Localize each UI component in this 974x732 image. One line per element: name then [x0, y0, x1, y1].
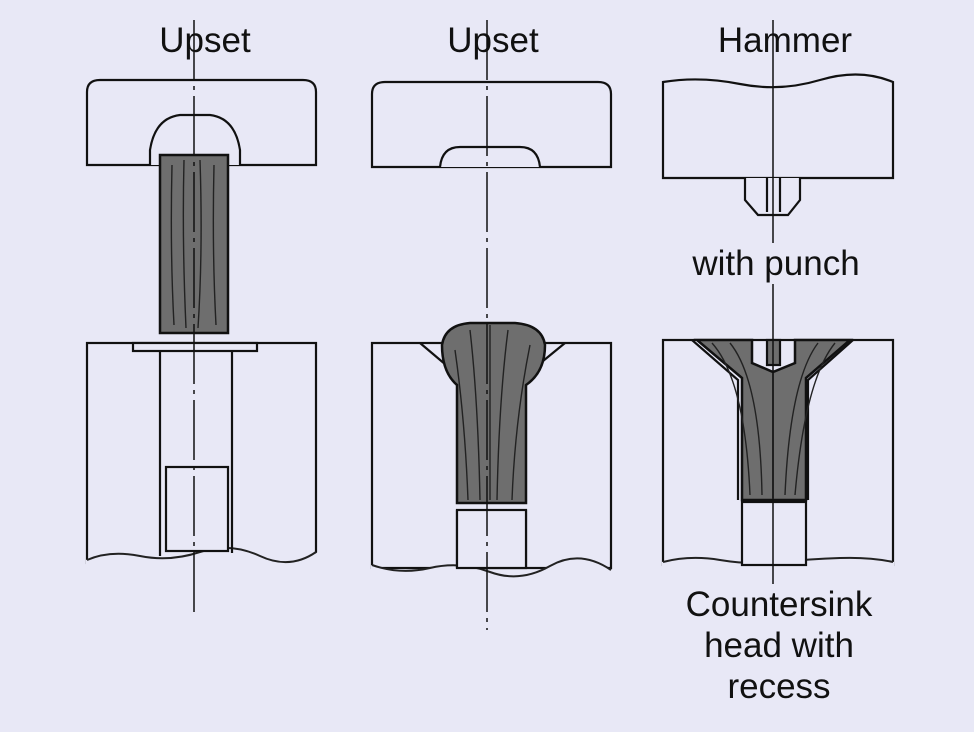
panel-1-title: Upset [159, 21, 251, 60]
caption-line-3: recess [727, 667, 831, 706]
panel-3-subtitle: with punch [692, 243, 860, 284]
panel-2-upset [370, 20, 613, 630]
die-cavity-1 [148, 113, 242, 165]
caption-line-1: Countersink [685, 584, 873, 625]
panel-2-title: Upset [447, 21, 539, 60]
panel-3-title: Hammer [717, 21, 853, 60]
hammer [661, 73, 895, 180]
ejector-3 [740, 500, 808, 567]
caption-line-2: head with [704, 626, 854, 665]
die-cavity-2 [438, 145, 542, 168]
upper-die-2 [370, 80, 613, 169]
step-plate-1 [131, 341, 259, 353]
panel-1-upset [85, 20, 318, 615]
ejector-1 [164, 465, 230, 553]
upset-workpiece-2 [440, 321, 547, 505]
panel-3-hammer [661, 20, 895, 600]
ejector-2 [455, 508, 528, 570]
wavy-break-1 [86, 547, 318, 580]
